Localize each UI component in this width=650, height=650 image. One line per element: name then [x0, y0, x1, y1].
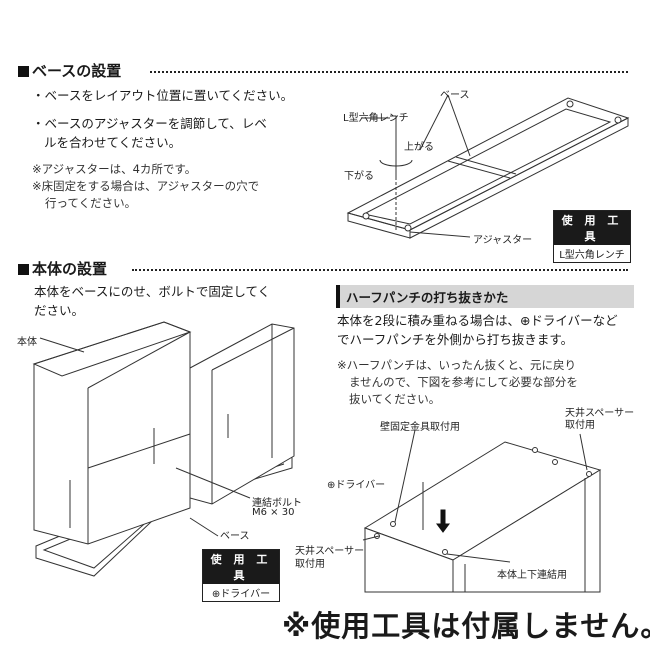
note-line: ※アジャスターは、4カ所です。: [32, 162, 197, 176]
label-screwdriver: ⊕ドライバー: [327, 480, 386, 491]
instruction-line: ルを合わせてください。: [44, 135, 182, 150]
note-line: 抜いてください。: [349, 392, 441, 406]
base-center-rail: [447, 160, 511, 179]
leader-line: [409, 231, 471, 238]
half-punch-hole: [532, 447, 538, 453]
tool-box-section1: 使 用 工 具 L型六角レンチ: [553, 210, 631, 263]
tool-box-title: 使 用 工 具: [203, 550, 279, 584]
cabinet-illustration: [32, 321, 295, 577]
label-l-wrench: L型六角レンチ: [343, 113, 409, 124]
half-punch-instructions: 本体を2段に積み重ねる場合は、⊕ドライバーなど でハーフパンチを外側から打ち抜き…: [337, 311, 633, 349]
note-line: ※床固定をする場合は、アジャスターの穴で: [32, 179, 260, 193]
instruction-line: 本体をベースにのせ、ボルトで固定してく: [34, 284, 271, 299]
half-punch-hole: [390, 521, 396, 527]
label-base: ベース: [220, 531, 250, 542]
leader-line: [189, 517, 219, 537]
base-illustration: [346, 94, 630, 239]
leader-line: [175, 467, 251, 499]
rear-cabinet-edge: [211, 327, 295, 371]
instruction-line: でハーフパンチを外側から打ち抜きます。: [337, 332, 574, 347]
label-body: 本体: [17, 337, 37, 348]
adjuster-mark: [362, 212, 370, 220]
label-ceiling-spacer: 天井スペーサー: [295, 546, 365, 557]
label-base: ベース: [440, 90, 470, 101]
leader-line: [362, 535, 380, 541]
section-heading-text: 本体の設置: [32, 260, 108, 278]
rotate-arrow-icon: [379, 159, 413, 167]
label-ceiling-spacer: 天井スペーサー: [565, 408, 635, 419]
section1-instructions: ・ベースをレイアウト位置に置いてください。 ・ベースのアジャスターを調節して、レ…: [32, 86, 332, 152]
base-frame-side-face: [409, 117, 629, 239]
main-cabinet-edge: [87, 331, 191, 389]
label-ceiling-spacer: 取付用: [295, 559, 325, 570]
main-cabinet-shelf: [87, 433, 191, 469]
leader-line: [579, 433, 588, 471]
label-down: 下がる: [344, 171, 374, 182]
tool-box-value: L型六角レンチ: [559, 250, 625, 261]
section-heading-body-install: 本体の設置: [18, 258, 107, 279]
label-adjuster: アジャスター: [473, 235, 533, 246]
leader-line: [394, 429, 416, 523]
label-up: 上がる: [404, 142, 434, 153]
instruction-line: ・ベースをレイアウト位置に置いてください。: [32, 88, 294, 103]
footer-notice-tools-not-included: ※使用工具は付属しません。: [282, 609, 650, 643]
adjuster-mark: [566, 100, 574, 108]
heading-square-icon: [18, 264, 29, 275]
label-stack-connect: 本体上下連結用: [497, 570, 567, 581]
half-punch-hole: [552, 459, 558, 465]
note-line: 行ってください。: [45, 196, 137, 210]
half-punch-hole: [586, 471, 592, 477]
label-wall-fixture: 壁固定金具取付用: [380, 422, 460, 433]
note-line: ※ハーフパンチは、いったん抜くと、元に戻り: [337, 358, 577, 372]
heading-square-icon: [18, 66, 29, 77]
main-cabinet-body: [33, 321, 191, 545]
section2-instructions: 本体をベースにのせ、ボルトで固定してく ださい。: [34, 282, 334, 320]
tool-box-section2: 使 用 工 具 ⊕ドライバー: [202, 549, 280, 602]
leader-line: [39, 337, 85, 353]
heading-dotted-rule: [150, 71, 628, 73]
half-punch-hole: [442, 549, 448, 555]
note-line: ませんので、下図を参考にして必要な部分を: [349, 375, 578, 389]
half-punch-notes: ※ハーフパンチは、いったん抜くと、元に戻り ませんので、下図を参考にして必要な部…: [337, 357, 633, 408]
label-bolt: 連結ボルト: [252, 498, 302, 509]
cabinet-side-face: [452, 469, 601, 593]
section1-notes: ※アジャスターは、4カ所です。 ※床固定をする場合は、アジャスターの穴で 行って…: [32, 161, 332, 212]
half-punch-heading: ハーフパンチの打ち抜きかた: [336, 285, 634, 308]
tool-box-title: 使 用 工 具: [554, 211, 630, 245]
instruction-line: ださい。: [34, 303, 85, 318]
tool-box-value: ⊕ドライバー: [211, 589, 271, 600]
adjuster-mark: [614, 116, 622, 124]
half-punch-illustration: [362, 429, 602, 593]
section-heading-text: ベースの設置: [32, 62, 122, 80]
base-center-rail: [455, 156, 517, 175]
leader-line: [447, 94, 471, 157]
instruction-line: ・ベースのアジャスターを調節して、レベ: [32, 116, 267, 131]
down-arrow-icon: [436, 509, 450, 533]
base-frame-inner: [362, 108, 612, 225]
instruction-line: 本体を2段に積み重ねる場合は、⊕ドライバーなど: [337, 313, 618, 328]
label-bolt-size: M6 × 30: [252, 507, 295, 518]
section-heading-base-install: ベースの設置: [18, 60, 121, 81]
leader-line: [446, 553, 511, 563]
heading-dotted-rule: [132, 269, 628, 271]
l-wrench-icon: [390, 115, 397, 178]
label-ceiling-spacer: 取付用: [565, 420, 595, 431]
adjuster-mark: [404, 224, 412, 232]
leader-line: [419, 94, 449, 151]
rear-cabinet-body: [189, 323, 295, 505]
